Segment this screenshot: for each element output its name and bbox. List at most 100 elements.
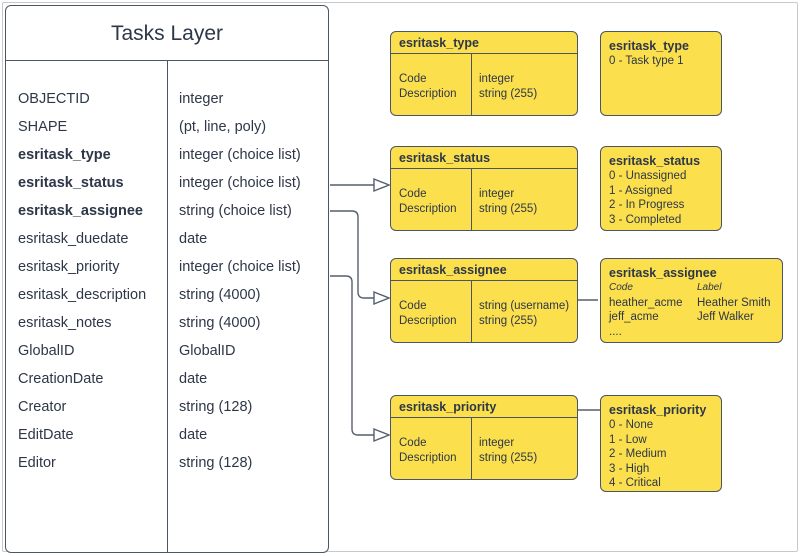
field-type: string (128) bbox=[179, 455, 253, 471]
table-esritask-type[interactable]: esritask_type Code Description integer s… bbox=[390, 31, 578, 116]
domain-esritask-status[interactable]: esritask_status 0 - Unassigned 1 - Assig… bbox=[600, 146, 722, 231]
domain-esritask-priority[interactable]: esritask_priority 0 - None 1 - Low 2 - M… bbox=[600, 395, 722, 492]
table-right-column: string (username) string (255) bbox=[479, 299, 569, 328]
domain-value: 0 - Task type 1 bbox=[609, 55, 684, 67]
domain-table-row: jeff_acme Jeff Walker bbox=[609, 310, 774, 325]
table-cell: Code bbox=[399, 73, 427, 85]
table-column-divider bbox=[471, 418, 472, 479]
table-cell: string (255) bbox=[479, 87, 538, 100]
field-type: integer (choice list) bbox=[179, 175, 301, 191]
domain-value: 4 - Critical bbox=[609, 477, 661, 489]
table-right-column: integer string (255) bbox=[479, 187, 537, 216]
field-row[interactable]: GlobalID GlobalID bbox=[6, 337, 328, 365]
domain-value: 0 - None bbox=[609, 419, 654, 431]
field-row-esritask-assignee[interactable]: esritask_assignee string (choice list) bbox=[6, 197, 328, 225]
field-type: (pt, line, poly) bbox=[179, 119, 267, 135]
table-right-column: integer string (255) bbox=[479, 72, 537, 101]
table-cell: Code bbox=[399, 437, 427, 449]
field-row-esritask-type[interactable]: esritask_type integer (choice list) bbox=[6, 141, 328, 169]
table-esritask-assignee[interactable]: esritask_assignee Code Description strin… bbox=[390, 258, 578, 343]
field-name: GlobalID bbox=[18, 343, 75, 359]
domain-table-row: .... bbox=[609, 325, 774, 340]
table-esritask-status[interactable]: esritask_status Code Description integer… bbox=[390, 146, 578, 231]
domain-value: 2 - Medium bbox=[609, 448, 667, 460]
table-body: Code Description integer string (255) bbox=[391, 418, 577, 479]
domain-row-code: .... bbox=[609, 325, 622, 338]
entity-column-divider bbox=[167, 61, 168, 553]
table-column-divider bbox=[471, 281, 472, 342]
field-row[interactable]: EditDate date bbox=[6, 421, 328, 449]
table-body: Code Description string (username) strin… bbox=[391, 281, 577, 342]
table-column-divider bbox=[471, 54, 472, 115]
field-row[interactable]: Editor string (128) bbox=[6, 449, 328, 477]
domain-value: 2 - In Progress bbox=[609, 199, 685, 211]
table-body: Code Description integer string (255) bbox=[391, 54, 577, 115]
entity-title: Tasks Layer bbox=[6, 6, 328, 61]
field-type: string (4000) bbox=[179, 315, 261, 331]
domain-header-code: Code bbox=[609, 282, 633, 293]
field-row[interactable]: SHAPE (pt, line, poly) bbox=[6, 113, 328, 141]
domain-row-code: heather_acme bbox=[609, 296, 683, 309]
table-cell: string (255) bbox=[479, 314, 538, 327]
table-cell: string (username) bbox=[479, 300, 570, 312]
table-left-column: Code Description bbox=[399, 72, 457, 101]
tasks-layer-entity[interactable]: Tasks Layer OBJECTID integer SHAPE (pt, … bbox=[5, 5, 329, 553]
domain-value: 3 - High bbox=[609, 462, 650, 475]
field-type: integer bbox=[179, 91, 224, 107]
field-name: EditDate bbox=[18, 427, 74, 443]
domain-row-label: Heather Smith bbox=[697, 296, 771, 309]
table-title: esritask_type bbox=[391, 32, 577, 54]
domain-esritask-assignee[interactable]: esritask_assignee Code Label heather_acm… bbox=[600, 258, 783, 343]
field-type: integer (choice list) bbox=[179, 259, 301, 275]
table-cell: Description bbox=[399, 202, 457, 215]
table-title: esritask_assignee bbox=[391, 259, 577, 281]
table-left-column: Code Description bbox=[399, 436, 457, 465]
field-type: integer (choice list) bbox=[179, 147, 301, 163]
field-name: esritask_type bbox=[18, 147, 111, 163]
domain-header-label: Label bbox=[697, 282, 722, 293]
field-name: esritask_priority bbox=[18, 259, 120, 275]
field-row-esritask-priority[interactable]: esritask_priority integer (choice list) bbox=[6, 253, 328, 281]
field-name: esritask_notes bbox=[18, 315, 112, 331]
field-row[interactable]: OBJECTID integer bbox=[6, 85, 328, 113]
domain-title: esritask_status bbox=[609, 154, 701, 168]
field-type: GlobalID bbox=[179, 343, 236, 359]
domain-table-row: heather_acme Heather Smith bbox=[609, 296, 774, 311]
table-cell: integer bbox=[479, 437, 515, 449]
domain-title: esritask_type bbox=[609, 39, 689, 53]
domain-table-header: Code Label bbox=[609, 281, 774, 296]
table-esritask-priority[interactable]: esritask_priority Code Description integ… bbox=[390, 395, 578, 480]
table-cell: Code bbox=[399, 300, 427, 312]
field-row[interactable]: CreationDate date bbox=[6, 365, 328, 393]
table-cell: Description bbox=[399, 451, 457, 464]
field-row-esritask-status[interactable]: esritask_status integer (choice list) bbox=[6, 169, 328, 197]
field-row[interactable]: esritask_duedate date bbox=[6, 225, 328, 253]
field-type: date bbox=[179, 427, 208, 443]
field-name: SHAPE bbox=[18, 119, 68, 135]
field-row[interactable]: Creator string (128) bbox=[6, 393, 328, 421]
field-name: Editor bbox=[18, 455, 56, 471]
domain-value: 1 - Assigned bbox=[609, 184, 673, 197]
field-row[interactable]: esritask_description string (4000) bbox=[6, 281, 328, 309]
table-cell: string (255) bbox=[479, 202, 538, 215]
field-name: CreationDate bbox=[18, 371, 104, 387]
domain-esritask-type[interactable]: esritask_type 0 - Task type 1 bbox=[600, 31, 722, 116]
table-title: esritask_priority bbox=[391, 396, 577, 418]
field-row[interactable]: esritask_notes string (4000) bbox=[6, 309, 328, 337]
field-name: esritask_status bbox=[18, 175, 124, 191]
field-name: Creator bbox=[18, 399, 67, 415]
table-right-column: integer string (255) bbox=[479, 436, 537, 465]
field-type: string (128) bbox=[179, 399, 253, 415]
field-type: string (choice list) bbox=[179, 203, 292, 219]
field-name: esritask_assignee bbox=[18, 203, 143, 219]
table-cell: Description bbox=[399, 87, 457, 100]
domain-title: esritask_assignee bbox=[609, 266, 717, 280]
domain-value: 3 - Completed bbox=[609, 213, 682, 226]
domain-row-code: jeff_acme bbox=[609, 311, 659, 323]
table-cell: Description bbox=[399, 314, 457, 327]
field-name: OBJECTID bbox=[18, 91, 90, 107]
domain-value: 0 - Unassigned bbox=[609, 170, 687, 182]
domain-value: 1 - Low bbox=[609, 433, 647, 446]
